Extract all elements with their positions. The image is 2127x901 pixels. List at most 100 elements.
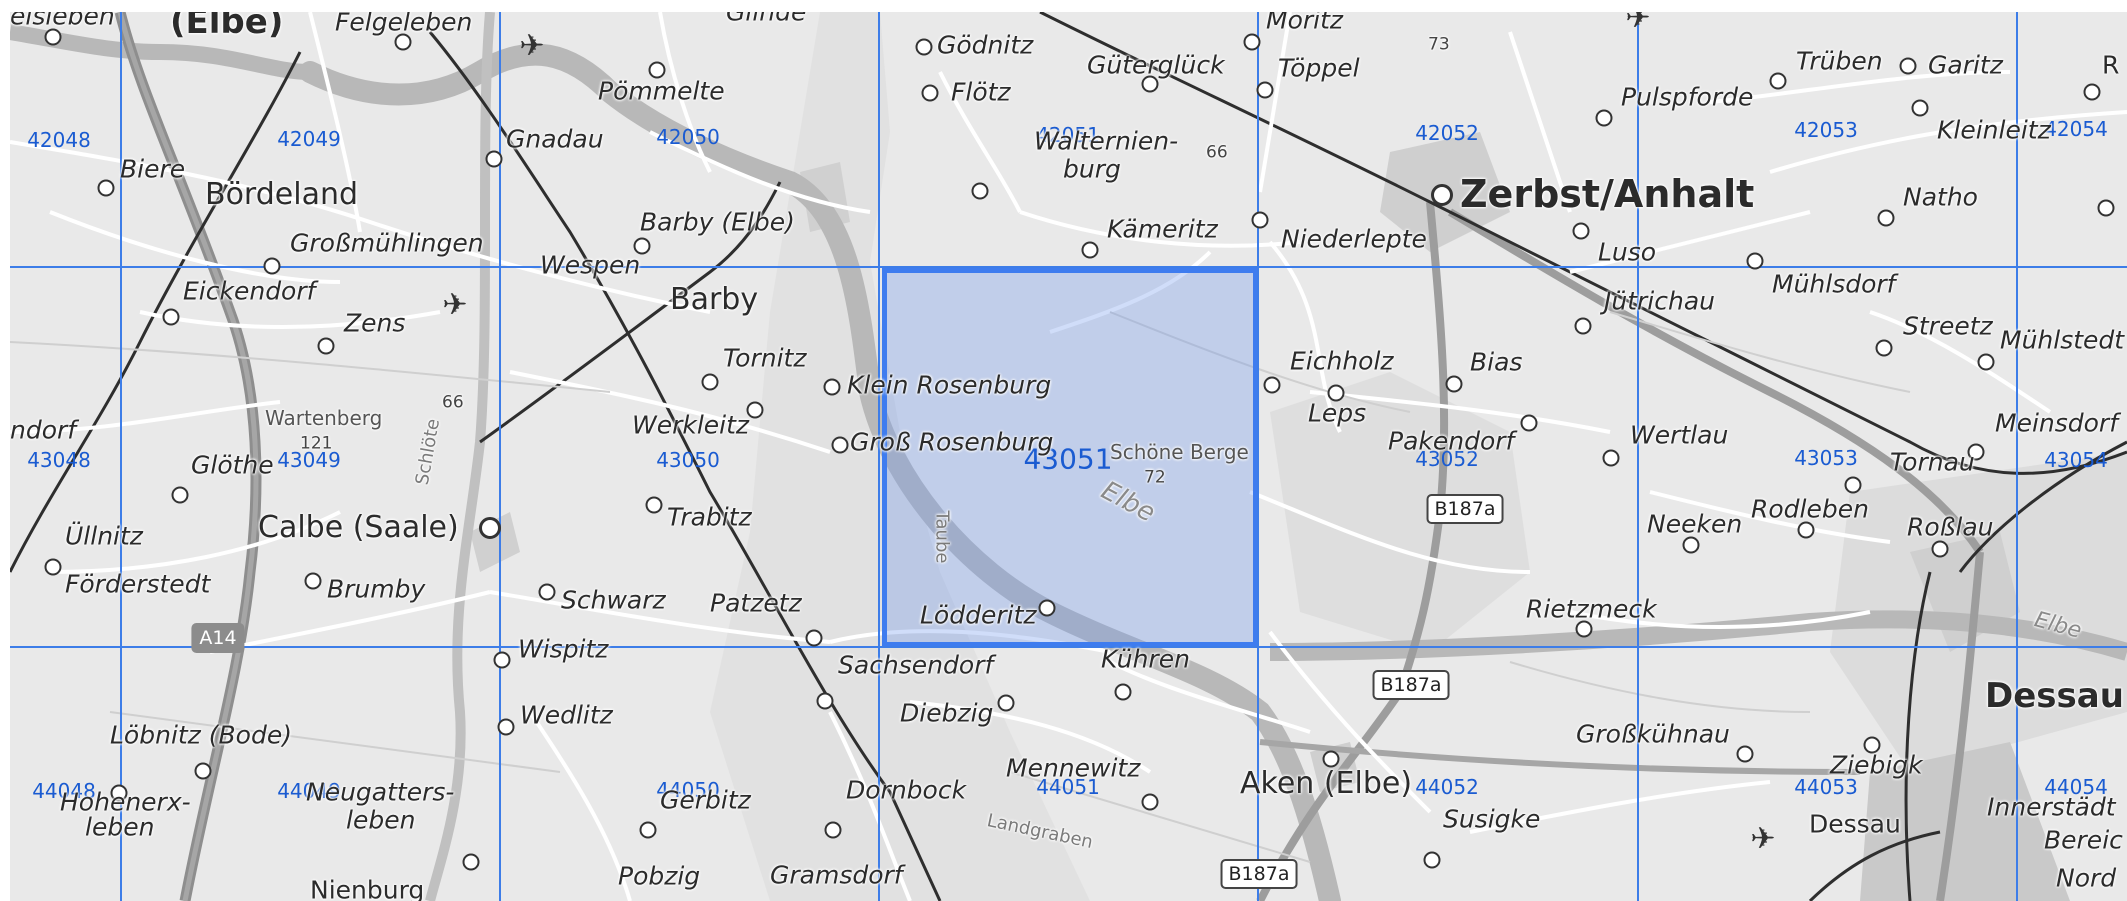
place-label: Sachsendorf xyxy=(838,650,994,680)
place-label: Dornbock xyxy=(846,775,967,805)
town-marker xyxy=(645,496,663,514)
town-marker xyxy=(1967,443,1985,461)
place-label: Luso xyxy=(1598,237,1657,267)
grid-cell-label[interactable]: 43054 xyxy=(2044,448,2108,472)
place-label: Leps xyxy=(1308,398,1367,428)
town-marker xyxy=(1877,209,1895,227)
town-marker xyxy=(462,853,480,871)
grid-cell-label[interactable]: 42049 xyxy=(277,127,341,151)
place-label: Roßlau xyxy=(1907,512,1994,542)
place-label: Klein Rosenburg xyxy=(847,370,1052,400)
place-label: Lödderitz xyxy=(920,600,1037,630)
town-marker xyxy=(831,436,849,454)
grid-cell-label[interactable]: 44048 xyxy=(32,779,96,803)
place-label: Güterglück xyxy=(1087,50,1225,80)
grid-cell-label[interactable]: 43052 xyxy=(1415,447,1479,471)
place-label: Neugatters- xyxy=(306,777,455,807)
spot-height: 121 xyxy=(300,433,333,454)
place-label: Brumby xyxy=(327,574,426,604)
town-marker xyxy=(485,150,503,168)
town-marker xyxy=(44,558,62,576)
town-marker xyxy=(1931,540,1949,558)
map-canvas[interactable]: 42048 42049 42050 42051 42052 42053 4205… xyxy=(10,12,2127,901)
place-label: Großkühnau xyxy=(1576,719,1730,749)
grid-cell-label[interactable]: 44054 xyxy=(2044,775,2108,799)
spot-height: 72 xyxy=(1144,467,1166,488)
town-marker xyxy=(493,651,511,669)
place-label: Dessau xyxy=(1985,676,2124,716)
grid-cell-label[interactable]: 44049 xyxy=(277,779,341,803)
town-marker xyxy=(648,61,666,79)
town-marker xyxy=(1746,252,1764,270)
place-label: Wispitz xyxy=(518,634,609,664)
place-label: Gödnitz xyxy=(937,30,1034,60)
town-marker xyxy=(816,692,834,710)
grid-cell-label[interactable]: 42050 xyxy=(656,125,720,149)
town-marker xyxy=(171,486,189,504)
grid-cell-label[interactable]: 43053 xyxy=(1794,446,1858,470)
road-shield-a14: A14 xyxy=(191,623,245,653)
town-marker xyxy=(1595,109,1613,127)
town-marker xyxy=(110,784,128,802)
grid-cell-label[interactable]: 42054 xyxy=(2044,117,2108,141)
town-marker xyxy=(1081,241,1099,259)
town-marker xyxy=(1844,476,1862,494)
grid-line-vertical xyxy=(1257,12,1259,901)
town-marker xyxy=(1114,683,1132,701)
place-label: leben xyxy=(85,812,155,842)
town-marker xyxy=(194,762,212,780)
grid-cell-label[interactable]: 42048 xyxy=(27,128,91,152)
place-label: Hohenerx- xyxy=(60,787,191,817)
town-marker xyxy=(1797,521,1815,539)
place-label: Nord xyxy=(2056,863,2117,893)
spot-height: 66 xyxy=(442,392,464,413)
town-marker xyxy=(1256,81,1274,99)
town-marker xyxy=(1243,33,1261,51)
town-marker xyxy=(1911,99,1929,117)
grid-cell-label[interactable]: 43049 xyxy=(277,448,341,472)
place-label: Dessau xyxy=(1809,809,1901,839)
town-marker xyxy=(2083,83,2101,101)
town-marker xyxy=(1575,620,1593,638)
place-label: Patzetz xyxy=(710,588,802,618)
place-label: Susigke xyxy=(1443,804,1541,834)
town-marker xyxy=(97,179,115,197)
place-label: Wartenberg xyxy=(265,406,383,430)
place-label: eisleben xyxy=(10,12,115,31)
place-label: Diebzig xyxy=(900,698,994,728)
place-label: Eickendorf xyxy=(183,276,316,306)
spot-height: 73 xyxy=(1428,34,1450,55)
place-label: Aken (Elbe) xyxy=(1240,766,1413,801)
place-label: Üllnitz xyxy=(65,521,143,551)
place-label: Mühlstedt xyxy=(2000,325,2125,355)
grid-cell-label[interactable]: 44053 xyxy=(1794,775,1858,799)
grid-cell-label[interactable]: 44051 xyxy=(1036,775,1100,799)
town-marker xyxy=(1431,184,1453,206)
grid-cell-label[interactable]: 42053 xyxy=(1794,118,1858,142)
place-label: R xyxy=(2102,50,2120,80)
spot-height: 66 xyxy=(1206,142,1228,163)
place-label: Trabitz xyxy=(667,502,752,532)
grid-cell-label[interactable]: 44052 xyxy=(1415,775,1479,799)
grid-cell-label[interactable]: 43048 xyxy=(27,448,91,472)
place-label: Barby xyxy=(670,282,759,317)
airport-icon: ✈ xyxy=(1750,821,1776,857)
town-marker xyxy=(1899,57,1917,75)
town-marker xyxy=(971,182,989,200)
grid-cell-label[interactable]: 44050 xyxy=(656,778,720,802)
town-marker xyxy=(1251,211,1269,229)
town-marker xyxy=(1572,222,1590,240)
town-marker xyxy=(479,517,501,539)
town-marker xyxy=(823,378,841,396)
place-label: Felgeleben xyxy=(335,12,473,37)
selected-grid-cell[interactable] xyxy=(882,268,1258,647)
town-marker xyxy=(1736,745,1754,763)
place-label: Walternien- xyxy=(1034,126,1179,156)
grid-cell-label[interactable]: 43050 xyxy=(656,448,720,472)
town-marker xyxy=(1863,736,1881,754)
airport-icon: ✈ xyxy=(1625,12,1651,36)
grid-cell-label[interactable]: 42051 xyxy=(1036,123,1100,147)
grid-cell-label[interactable]: 42052 xyxy=(1415,121,1479,145)
place-label: Mühlsdorf xyxy=(1772,269,1896,299)
selected-grid-cell-label[interactable]: 43051 xyxy=(1023,442,1113,476)
